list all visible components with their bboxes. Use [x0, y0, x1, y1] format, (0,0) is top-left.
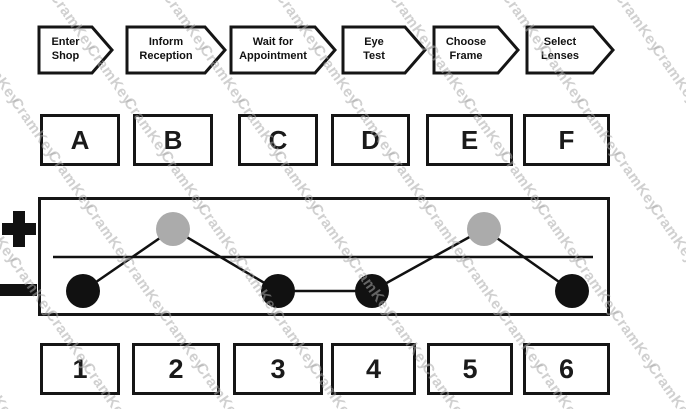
letter-box-d: D	[331, 114, 410, 166]
step-label: Enter Shop	[37, 25, 94, 75]
number-box-1: 1	[40, 343, 120, 395]
emotion-dot-stage-5	[467, 212, 501, 246]
step-label: Select Lenses	[525, 25, 595, 75]
step-label-line1: Select	[543, 36, 577, 49]
emotion-dot-stage-2	[156, 212, 190, 246]
number-box-4: 4	[331, 343, 416, 395]
chevron-arrow-shape	[432, 25, 520, 75]
plus-icon	[2, 211, 38, 247]
watermark-text: CramKey	[644, 359, 686, 409]
chevron-arrow-shape	[37, 25, 114, 75]
step-label-line1: Choose	[445, 36, 487, 49]
step-label-line2: Reception	[139, 50, 193, 62]
process-step-inform-reception: Inform Reception	[125, 25, 227, 75]
step-label-line2: Frame	[449, 50, 483, 62]
letter-box-f: F	[523, 114, 610, 166]
watermark-text: CramKey	[0, 41, 24, 109]
step-label-line2: Test	[363, 50, 385, 62]
process-step-enter-shop: Enter Shop	[37, 25, 114, 75]
watermark-text: CramKey	[611, 0, 665, 56]
watermark-text: CramKey	[607, 306, 661, 374]
watermark-text: CramKey	[648, 41, 686, 109]
emotion-dot-stage-4	[355, 274, 389, 308]
chevron-arrow-shape	[341, 25, 427, 75]
step-label-line2: Shop	[51, 50, 80, 62]
number-box-3: 3	[233, 343, 323, 395]
letter-box-b: B	[133, 114, 213, 166]
step-label-line2: Appointment	[239, 50, 307, 62]
process-step-eye-test: Eye Test	[341, 25, 427, 75]
chevron-arrow-shape	[229, 25, 337, 75]
chevron-arrow-shape	[525, 25, 615, 75]
letter-box-c: C	[238, 114, 318, 166]
number-box-2: 2	[132, 343, 220, 395]
emotion-dot-stage-6	[555, 274, 589, 308]
emotion-dot-stage-3	[261, 274, 295, 308]
emotion-dot-stage-1	[66, 274, 100, 308]
emotion-line	[82, 227, 573, 293]
letter-box-e: E	[426, 114, 513, 166]
letter-box-a: A	[40, 114, 120, 166]
step-label-line1: Eye	[364, 36, 384, 49]
emotion-curve	[53, 212, 593, 308]
step-label: Eye Test	[341, 25, 407, 75]
process-step-select-lenses: Select Lenses	[525, 25, 615, 75]
step-label-line1: Inform	[148, 36, 184, 49]
step-label-line1: Enter	[51, 36, 80, 49]
process-step-wait-for-appointment: Wait for Appointment	[229, 25, 337, 75]
process-step-choose-frame: Choose Frame	[432, 25, 520, 75]
chevron-arrow-shape	[125, 25, 227, 75]
step-label-line2: Lenses	[541, 50, 579, 62]
watermark-text: CramKey	[0, 359, 20, 409]
step-label-line1: Wait for	[252, 36, 294, 49]
watermark-text: CramKey	[609, 147, 663, 215]
number-box-6: 6	[523, 343, 610, 395]
watermark-text: CramKey	[646, 200, 686, 268]
number-box-5: 5	[427, 343, 513, 395]
minus-icon	[0, 284, 37, 296]
step-label: Choose Frame	[432, 25, 500, 75]
emotion-chart	[38, 197, 610, 316]
step-label: Inform Reception	[125, 25, 207, 75]
step-label: Wait for Appointment	[229, 25, 317, 75]
